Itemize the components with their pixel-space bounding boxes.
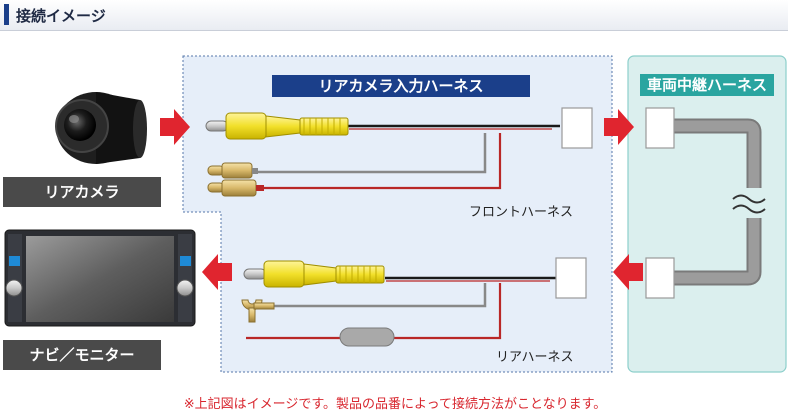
- navi-monitor-label: ナビ／モニター: [3, 340, 161, 370]
- break-symbol-icon: [732, 194, 766, 214]
- camera-icon: [55, 92, 147, 164]
- rca-plug-icon: [205, 112, 349, 140]
- rear-camera-label: リアカメラ: [3, 177, 161, 207]
- rear-harness-cables: [246, 276, 556, 340]
- arrow-icon: [160, 109, 643, 290]
- disclaimer-note: ※上記図はイメージです。製品の品番によって接続方法がことなります。: [183, 397, 607, 412]
- front-harness-text: フロントハーネス: [469, 205, 574, 220]
- spade-terminal-icon: [241, 299, 275, 323]
- connector-icon: [645, 107, 675, 149]
- rca-plug-icon: [243, 260, 385, 288]
- front-harness-cables: [256, 124, 560, 190]
- monitor-icon: [4, 229, 196, 327]
- connector-icon: [555, 257, 587, 299]
- section-header: 接続イメージ: [0, 0, 788, 31]
- header-accent-bar: [4, 4, 9, 25]
- rear-camera-harness-label: リアカメラ入力ハーネス: [272, 75, 530, 97]
- connector-icon: [645, 257, 675, 299]
- relay-harness-label: 車両中継ハーネス: [640, 74, 774, 96]
- pin-terminal-icon: [207, 162, 264, 197]
- fuse-holder: [339, 327, 395, 347]
- harness-panel: [182, 55, 613, 373]
- section-title: 接続イメージ: [16, 7, 106, 25]
- connector-icon: [561, 107, 593, 149]
- rear-harness-text: リアハーネス: [496, 350, 574, 365]
